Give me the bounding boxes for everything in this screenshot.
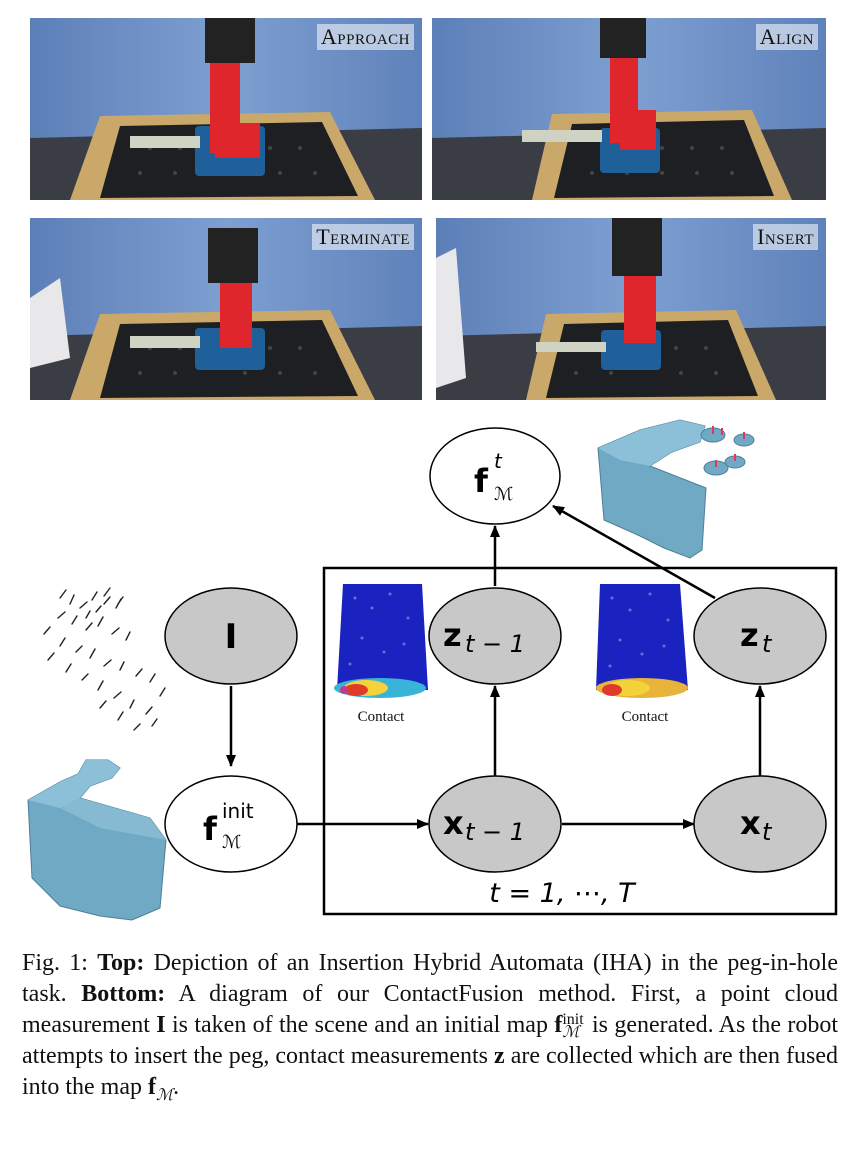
node-z-t-base: z [740,616,759,654]
contact-label-t: Contact [622,709,669,725]
caption-text-2: is taken of the scene and an initial map [165,1012,555,1038]
node-f-top-sup: t [494,449,503,473]
caption-bottom-bold: Bottom: [81,981,166,1007]
contact-cloud-prev: Contact [334,584,428,725]
node-x-t-sub: t [762,818,773,846]
caption-top-text: Depiction of an Insertion Hybrid Automat… [22,950,838,1007]
caption-top-bold: Top: [97,950,145,976]
contact-label-prev: Contact [358,709,405,725]
phase-label-insert: Insert [753,224,818,250]
node-f-init-sub: ℳ [222,832,241,853]
caption-symbol-f-init: f [554,1012,563,1038]
node-x-t: x t [693,775,827,873]
plate-box [322,566,838,916]
align-photo-illustration [432,18,826,200]
point-cloud-measurement [43,587,166,731]
caption-bottom-text-1: A diagram of our ContactFusion method. F… [22,981,838,1038]
node-f-init-base: f [203,810,218,848]
node-f-init: f init ℳ [164,775,298,873]
terminate-photo-illustration [30,218,422,400]
insert-photo-illustration [436,218,826,400]
caption-symbol-I: I [156,1012,166,1038]
mesh-map-initial [27,759,167,921]
node-z-prev-sub: t − 1 [465,630,525,658]
node-x-prev-sub: t − 1 [465,818,525,846]
node-z-t-sub: t [762,630,773,658]
caption-f-init-sub: ℳ [562,1024,580,1042]
caption-text-3: is generated. As the robot attempts to i… [22,1012,838,1069]
photo-insert: Insert [436,218,826,400]
caption-f-sub: ℳ [155,1086,174,1104]
caption-f-init-sup: init [562,1011,584,1029]
node-z-prev-base: z [443,616,462,654]
photo-terminate: Terminate [30,218,422,400]
plate-label: t = 1, ⋯, T [489,878,637,909]
phase-label-approach: Approach [316,24,414,50]
phase-label-align: Align [755,24,818,50]
contactfusion-diagram: t = 1, ⋯, T f t ℳ I f init ℳ z t − 1 z t… [27,419,838,921]
caption-symbol-z: z [494,1043,505,1069]
caption-symbol-f: f [147,1074,156,1100]
photo-align: Align [432,18,826,200]
caption-text-5: . [173,1074,180,1100]
node-f-top: f t ℳ [429,427,561,525]
node-x-t-base: x [740,804,761,842]
edge-zt-to-ftop [552,504,716,600]
node-f-top-sub: ℳ [494,484,513,505]
node-I: I [164,587,298,685]
phase-label-terminate: Terminate [312,224,414,250]
caption-text-4: are collected which are then fused into … [22,1043,838,1100]
photo-approach: Approach [30,18,422,200]
caption-prefix: Fig. 1: [22,950,98,976]
node-z-prev: z t − 1 [428,587,562,685]
node-x-prev: x t − 1 [428,775,562,873]
contact-cloud-t: Contact [596,584,688,725]
mesh-map-top [597,419,755,559]
node-z-t: z t [693,587,827,685]
node-I-label: I [225,617,238,657]
node-f-top-base: f [474,462,489,500]
node-f-init-sup: init [222,799,254,823]
figure-caption: Fig. 1: Top: Depiction of an Insertion H… [22,948,838,1111]
node-x-prev-base: x [443,804,464,842]
